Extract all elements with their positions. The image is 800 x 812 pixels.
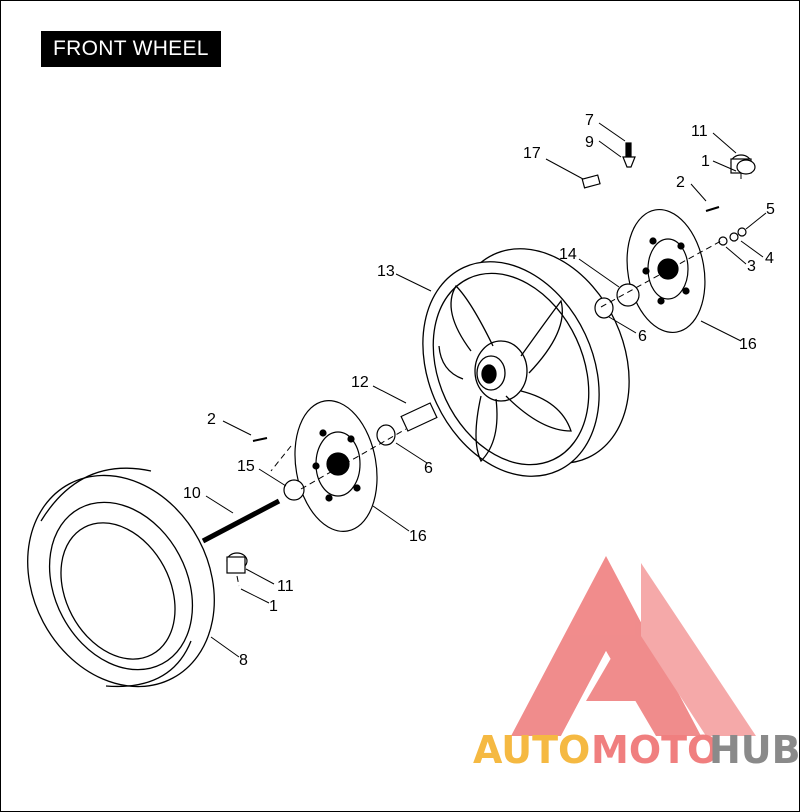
callout-1: 1	[269, 598, 278, 615]
watermark-text: AUTO MOTO HUB	[473, 728, 799, 772]
callout-15: 15	[237, 458, 255, 475]
callout-16: 16	[409, 528, 427, 545]
watermark-moto: MOTO	[591, 728, 719, 772]
callout-12: 12	[351, 374, 369, 391]
callout-6: 6	[424, 460, 433, 477]
callout-4: 4	[765, 250, 774, 267]
callout-6: 6	[638, 328, 647, 345]
callout-5: 5	[766, 201, 775, 218]
callout-2: 2	[207, 411, 216, 428]
callout-1: 1	[701, 153, 710, 170]
callout-11: 11	[691, 123, 708, 140]
callout-16: 16	[739, 336, 757, 353]
callouts: 7 9 17 11 1 2 5 4 3 14 13 6 16 12 2 6 15…	[183, 112, 775, 669]
brake-rotor-left	[294, 400, 378, 532]
small-parts	[201, 142, 756, 574]
callout-17: 17	[523, 145, 541, 162]
callout-14: 14	[559, 246, 577, 263]
callout-13: 13	[377, 263, 395, 280]
leader-lines	[205, 122, 767, 658]
callout-9: 9	[585, 134, 594, 151]
watermark-hub: HUB	[709, 728, 799, 772]
callout-8: 8	[239, 652, 248, 669]
diagram-title: FRONT WHEEL	[41, 31, 221, 67]
callout-3: 3	[747, 258, 756, 275]
callout-7: 7	[585, 112, 594, 129]
wheel-rim	[422, 248, 630, 477]
callout-2: 2	[676, 174, 685, 191]
watermark-auto: AUTO	[473, 728, 590, 772]
watermark-logo	[511, 556, 756, 736]
assembly-lines	[236, 173, 742, 587]
callout-11: 11	[277, 578, 294, 595]
callout-10: 10	[183, 485, 201, 502]
tire	[27, 467, 215, 688]
